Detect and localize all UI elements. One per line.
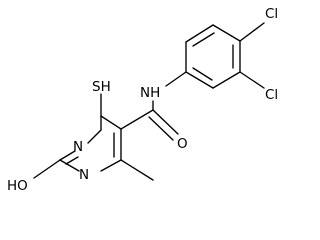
bond-c2p-c3p-double <box>192 32 215 47</box>
nh-label: NH <box>140 85 160 101</box>
bond-c4p-cl-top <box>239 22 265 42</box>
bond-c2p-c3p <box>185 24 214 43</box>
bond-c5p-c6p <box>212 71 241 89</box>
bond-c4-c5 <box>100 115 122 130</box>
oxygen-label: O <box>177 136 188 152</box>
chemical-structure-diagram: SH NH Cl Cl O N N HO <box>7 6 278 194</box>
bond-c6p-c1p <box>185 71 214 89</box>
bond-carbonyl-o <box>152 109 179 135</box>
bond-c5p-cl-mid <box>239 71 265 89</box>
sh-label: SH <box>92 79 111 95</box>
cl-mid-label: Cl <box>265 87 278 103</box>
bond-n3-c4 <box>87 129 102 144</box>
bond-n1-c2 <box>59 159 80 172</box>
ho-label: HO <box>7 178 28 194</box>
n-upper-label: N <box>73 139 83 155</box>
n-lower-label: N <box>79 167 89 183</box>
bond-c2-n3 <box>59 150 76 161</box>
bond-c3p-c4p <box>212 24 241 42</box>
bond-c6-methyl <box>120 159 154 181</box>
bond-c5-carbonyl <box>120 109 154 130</box>
bond-nh-c1p <box>165 71 187 87</box>
bond-c2-ho <box>33 159 61 179</box>
cl-top-label: Cl <box>265 6 278 22</box>
bond-c2-n3-double <box>65 156 79 165</box>
bond-carbonyl-o-double <box>148 116 174 141</box>
bond-c6-n1 <box>100 159 122 172</box>
bond-c6p-c1p-double <box>192 67 213 81</box>
